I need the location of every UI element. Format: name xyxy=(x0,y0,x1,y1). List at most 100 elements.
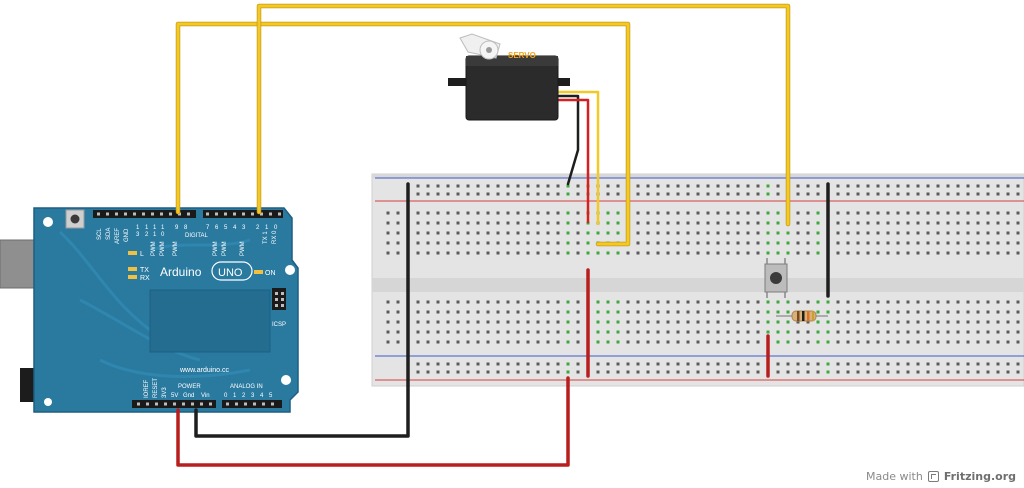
breadboard-hole xyxy=(946,251,950,255)
header-pin[interactable] xyxy=(182,402,185,406)
header-pin[interactable] xyxy=(233,212,236,216)
breadboard-hole xyxy=(636,231,640,235)
breadboard-hole xyxy=(766,310,770,314)
header-pin[interactable] xyxy=(151,212,154,216)
breadboard-hole xyxy=(966,192,970,196)
breadboard-hole xyxy=(976,362,980,366)
breadboard-hole xyxy=(416,370,420,374)
breadboard-hole xyxy=(1006,192,1010,196)
breadboard-hole xyxy=(436,310,440,314)
breadboard-hole xyxy=(566,221,570,225)
breadboard-hole xyxy=(566,192,570,196)
fritzing-link[interactable]: Fritzing.org xyxy=(943,470,1016,483)
header-pin[interactable] xyxy=(155,402,158,406)
breadboard-hole xyxy=(686,251,690,255)
header-pin[interactable] xyxy=(244,402,247,406)
breadboard-hole xyxy=(716,251,720,255)
header-pin[interactable] xyxy=(146,402,149,406)
breadboard-hole xyxy=(886,192,890,196)
breadboard-hole xyxy=(506,320,510,324)
breadboard-hole xyxy=(756,320,760,324)
breadboard-hole xyxy=(766,211,770,215)
header-pin[interactable] xyxy=(164,402,167,406)
header-pin[interactable] xyxy=(200,402,203,406)
breadboard-hole xyxy=(576,184,580,188)
breadboard-hole xyxy=(526,184,530,188)
header-pin[interactable] xyxy=(160,212,163,216)
breadboard-hole xyxy=(736,251,740,255)
breadboard-hole xyxy=(906,310,910,314)
servo-lead-signal xyxy=(554,90,600,226)
reset-button-cap[interactable] xyxy=(70,214,80,224)
header-pin[interactable] xyxy=(106,212,109,216)
breadboard-hole xyxy=(476,211,480,215)
breadboard-hole xyxy=(466,251,470,255)
breadboard-hole xyxy=(886,340,890,344)
breadboard-hole xyxy=(876,330,880,334)
header-pin[interactable] xyxy=(133,212,136,216)
pin-label-rx: RX 0 xyxy=(272,230,278,244)
header-pin[interactable] xyxy=(260,212,263,216)
header-pin[interactable] xyxy=(178,212,181,216)
breadboard-hole xyxy=(556,184,560,188)
led-rx xyxy=(128,275,137,279)
breadboard-hole xyxy=(486,370,490,374)
breadboard-hole xyxy=(986,330,990,334)
breadboard-hole xyxy=(526,211,530,215)
header-pin[interactable] xyxy=(206,212,209,216)
header-pin[interactable] xyxy=(262,402,265,406)
header-pin[interactable] xyxy=(97,212,100,216)
header-pin[interactable] xyxy=(242,212,245,216)
breadboard-hole xyxy=(436,241,440,245)
header-pin[interactable] xyxy=(235,402,238,406)
header-pin[interactable] xyxy=(169,212,172,216)
breadboard-hole xyxy=(526,231,530,235)
header-pin[interactable] xyxy=(253,402,256,406)
header-pin[interactable] xyxy=(124,212,127,216)
breadboard-hole xyxy=(546,184,550,188)
breadboard-hole xyxy=(456,231,460,235)
breadboard-hole xyxy=(476,370,480,374)
pushbutton[interactable] xyxy=(764,258,788,298)
breadboard-hole xyxy=(856,211,860,215)
breadboard-hole xyxy=(946,241,950,245)
breadboard-hole xyxy=(726,211,730,215)
breadboard-hole xyxy=(866,221,870,225)
header-pin[interactable] xyxy=(224,212,227,216)
header-pin[interactable] xyxy=(137,402,140,406)
header-pin[interactable] xyxy=(251,212,254,216)
header-pin[interactable] xyxy=(226,402,229,406)
breadboard-hole xyxy=(946,340,950,344)
breadboard-hole xyxy=(566,211,570,215)
breadboard-hole xyxy=(666,320,670,324)
breadboard-hole xyxy=(386,251,390,255)
breadboard-hole xyxy=(626,340,630,344)
header-pin[interactable] xyxy=(115,212,118,216)
breadboard-hole xyxy=(446,241,450,245)
breadboard-hole xyxy=(636,370,640,374)
breadboard-hole xyxy=(396,211,400,215)
breadboard-hole xyxy=(546,340,550,344)
pushbutton-cap[interactable] xyxy=(770,272,782,284)
breadboard-hole xyxy=(816,370,820,374)
breadboard-hole xyxy=(556,211,560,215)
header-pin[interactable] xyxy=(215,212,218,216)
breadboard-hole xyxy=(866,310,870,314)
header-pin[interactable] xyxy=(271,402,274,406)
breadboard-hole xyxy=(986,192,990,196)
header-pin[interactable] xyxy=(209,402,212,406)
header-pin[interactable] xyxy=(278,212,281,216)
resistor-band-4 xyxy=(812,311,814,321)
breadboard-hole xyxy=(996,192,1000,196)
header-pin[interactable] xyxy=(142,212,145,216)
breadboard-hole xyxy=(1016,330,1020,334)
header-pin[interactable] xyxy=(187,212,190,216)
header-pin[interactable] xyxy=(173,402,176,406)
header-pin[interactable] xyxy=(269,212,272,216)
resistor xyxy=(776,310,828,322)
breadboard-hole xyxy=(966,362,970,366)
breadboard-hole xyxy=(606,362,610,366)
breadboard-hole xyxy=(486,241,490,245)
header-pin[interactable] xyxy=(191,402,194,406)
breadboard-hole xyxy=(676,211,680,215)
